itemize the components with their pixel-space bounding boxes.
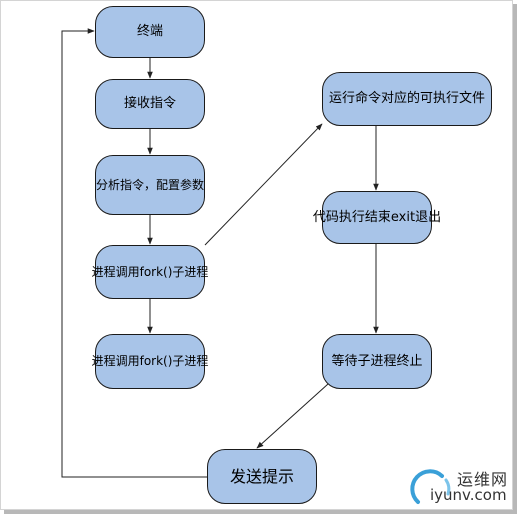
watermark-logo-icon <box>410 469 451 504</box>
node-receive: 接收指令 <box>95 79 205 129</box>
node-terminal: 终端 <box>95 6 205 58</box>
node-wait-label: 等待子进程终止 <box>331 353 423 369</box>
edge-prompt-terminal <box>61 28 207 478</box>
node-exit-label: 代码执行结束exit退出 <box>312 209 442 225</box>
node-exit: 代码执行结束exit退出 <box>313 191 441 244</box>
node-wait: 等待子进程终止 <box>322 334 432 389</box>
watermark: 运维网 iyunv.com <box>408 462 512 508</box>
node-fork2: 进程调用fork()子进程 <box>92 334 208 389</box>
node-terminal-label: 终端 <box>136 24 163 40</box>
node-fork1-label: 进程调用fork()子进程 <box>91 264 209 279</box>
node-prompt-label: 发送提示 <box>229 466 294 486</box>
node-prompt: 发送提示 <box>207 449 317 504</box>
edge-fork1-exec <box>204 123 323 246</box>
node-parse: 分析指令，配置参数 <box>95 155 205 215</box>
watermark-site-name: 运维网 <box>457 470 509 489</box>
node-fork2-label: 进程调用fork()子进程 <box>91 354 209 369</box>
node-fork1: 进程调用fork()子进程 <box>92 245 208 299</box>
node-parse-label: 分析指令，配置参数 <box>96 177 205 192</box>
node-exec: 运行命令对应的可执行文件 <box>322 72 492 126</box>
node-receive-label: 接收指令 <box>123 96 176 112</box>
node-exec-label: 运行命令对应的可执行文件 <box>328 91 485 107</box>
edge-wait-prompt <box>256 383 329 449</box>
watermark-site-url: iyunv.com <box>430 486 507 504</box>
